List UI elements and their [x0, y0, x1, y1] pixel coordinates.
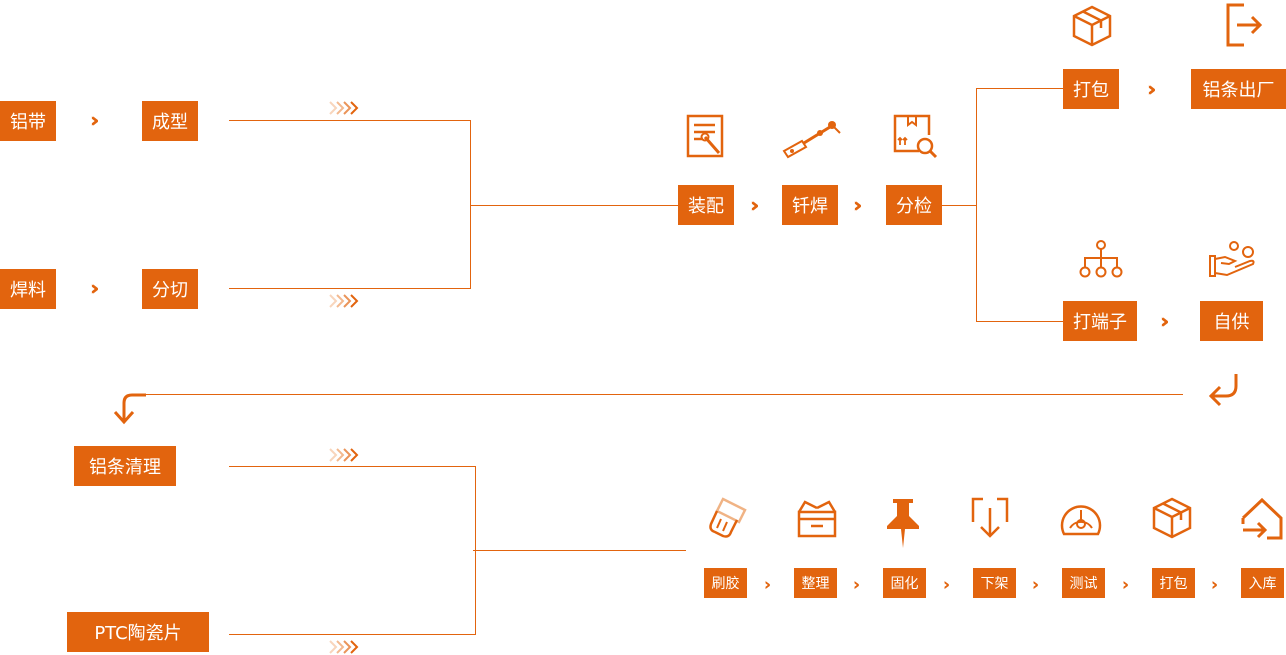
step-ptc: PTC陶瓷片: [67, 612, 209, 652]
chevron-right-icon: ››: [853, 193, 864, 217]
step-zhengli: 整理: [794, 568, 837, 598]
step-zhuangpei: 装配: [678, 185, 734, 225]
connector-line: [976, 88, 1063, 89]
turn-down-arrow-icon: [113, 393, 146, 425]
box-icon: [1072, 5, 1112, 47]
chevron-right-icon: ››: [1160, 309, 1171, 333]
step-daduanzi: 打端子: [1063, 301, 1137, 341]
step-lvdai: 铝带: [0, 101, 56, 141]
step-lvtiaoqingli: 铝条清理: [74, 446, 176, 486]
pushpin-icon: [887, 499, 919, 548]
step-guhua: 固化: [883, 568, 926, 598]
step-fenjian: 分检: [886, 185, 942, 225]
connector-line: [229, 634, 476, 635]
chevron-right-icon: ››: [90, 108, 101, 132]
connector-line: [976, 88, 977, 322]
step-ceshi: 测试: [1062, 568, 1105, 598]
hierarchy-icon: [1079, 240, 1123, 278]
chevron-right-icon: ››: [750, 193, 761, 217]
step-shuajiao: 刷胶: [704, 568, 747, 598]
connector-line: [229, 288, 471, 289]
step-xiajia: 下架: [973, 568, 1016, 598]
step-hanliao: 焊料: [0, 269, 56, 309]
connector-line: [470, 120, 471, 289]
triple-chevron-icon: [329, 294, 359, 308]
exit-icon: [1226, 3, 1263, 47]
triple-chevron-icon: [329, 640, 359, 654]
step-dabao: 打包: [1063, 69, 1119, 109]
step-fenqie: 分切: [142, 269, 198, 309]
brush-icon: [709, 497, 747, 538]
gauge-icon: [1060, 505, 1102, 536]
triple-chevron-icon: [329, 448, 359, 462]
box-icon: [1152, 497, 1192, 539]
triple-chevron-icon: [329, 101, 359, 115]
connector-line: [229, 120, 471, 121]
connector-line: [976, 321, 1063, 322]
step-dabao2: 打包: [1152, 568, 1195, 598]
step-ruku: 入库: [1241, 568, 1284, 598]
connector-line: [470, 205, 678, 206]
connector-line: [229, 466, 476, 467]
connector-line: [473, 550, 686, 551]
soldering-iron-icon: [782, 121, 841, 159]
step-qianhan: 钎焊: [782, 185, 838, 225]
open-box-icon: [797, 500, 837, 538]
download-tray-icon: [971, 497, 1009, 538]
chevron-right-icon: ››: [1147, 77, 1158, 101]
package-inspect-icon: [893, 114, 938, 159]
connector-line: [146, 394, 1183, 395]
chevron-right-icon: ››: [90, 276, 101, 300]
enter-house-icon: [1241, 497, 1283, 540]
step-zigong: 自供: [1200, 301, 1263, 341]
step-chengxing: 成型: [142, 101, 198, 141]
return-arrow-icon: [1208, 374, 1238, 407]
connector-line: [942, 205, 977, 206]
document-wrench-icon: [686, 114, 724, 158]
hand-give-icon: [1209, 241, 1255, 277]
step-lvtiaochuchang: 铝条出厂: [1191, 69, 1286, 109]
